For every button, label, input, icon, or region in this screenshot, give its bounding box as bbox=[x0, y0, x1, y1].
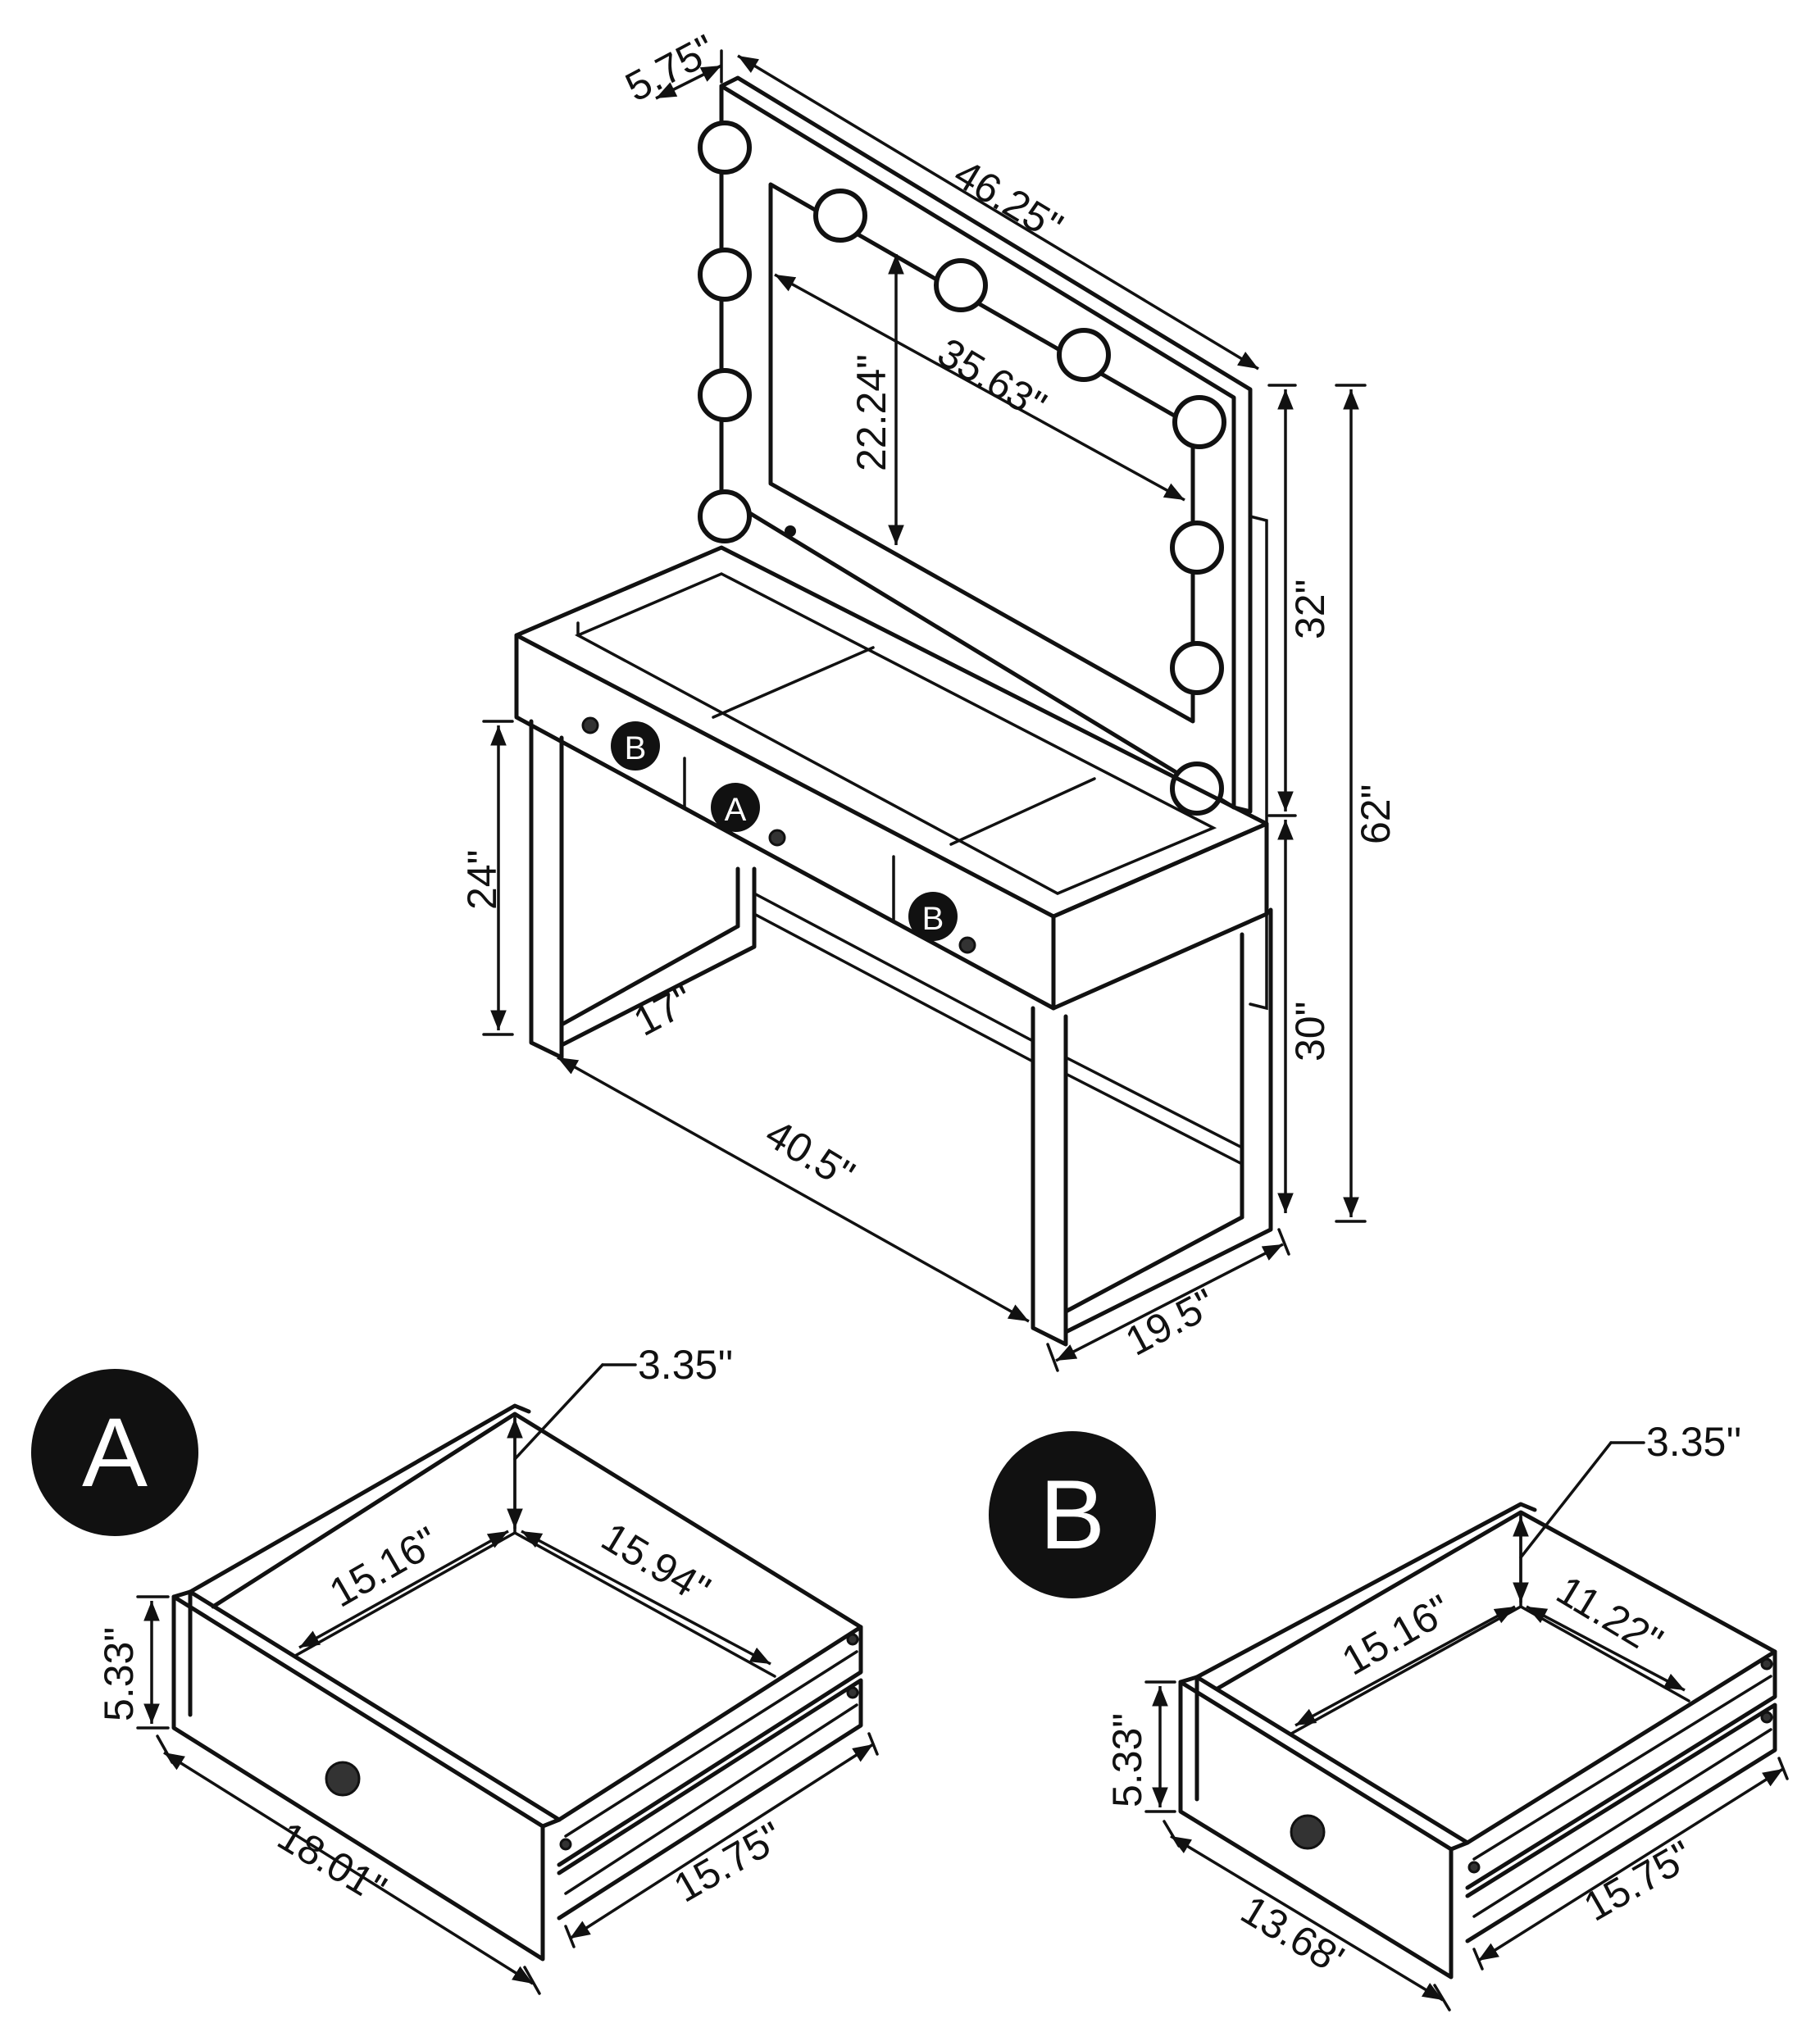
bulbs bbox=[698, 120, 1226, 816]
svg-text:A: A bbox=[725, 792, 747, 828]
badge-a-center: A bbox=[711, 783, 760, 832]
bulb-icon bbox=[1057, 328, 1111, 382]
overall-height-label: 62" bbox=[1353, 784, 1399, 844]
mirror-height-label: 32" bbox=[1287, 580, 1333, 639]
touch-sensor-icon bbox=[785, 525, 796, 537]
table-depth-label: 19.5" bbox=[1118, 1280, 1223, 1364]
bulb-icon bbox=[1172, 395, 1226, 449]
knob-icon bbox=[325, 1761, 361, 1797]
bulb-icon bbox=[1170, 641, 1224, 695]
leg-clearance-height-label: 24" bbox=[459, 850, 505, 910]
drawer-a bbox=[171, 1403, 863, 1962]
mirror-glass bbox=[768, 182, 1195, 724]
bulb-icon bbox=[698, 489, 752, 543]
drawer-a-overall-length-label: 15.75" bbox=[667, 1813, 791, 1912]
drawer-b-badge: B bbox=[989, 1431, 1156, 1598]
drawer-a-inner-depth-label: 3.35'' bbox=[638, 1342, 733, 1388]
knob-icon bbox=[1290, 1814, 1326, 1850]
bulb-icon bbox=[1170, 521, 1224, 575]
badge-b-right: B bbox=[908, 892, 958, 941]
svg-text:A: A bbox=[82, 1398, 148, 1507]
drawer-b-overall-length-label: 15.75" bbox=[1577, 1832, 1701, 1930]
drawer-a-badge: A bbox=[31, 1369, 198, 1536]
mirror-depth-label: 5.75" bbox=[618, 25, 723, 110]
drawer-b-inner-depth-label: 3.35'' bbox=[1646, 1419, 1741, 1465]
svg-text:B: B bbox=[1040, 1460, 1105, 1570]
mirror-glass-height-label: 22.24" bbox=[849, 354, 894, 471]
bulb-icon bbox=[813, 189, 867, 243]
leg-clearance-depth-label: 17" bbox=[626, 976, 701, 1045]
bulb-icon bbox=[698, 248, 752, 302]
bulb-icon bbox=[698, 120, 752, 175]
svg-text:B: B bbox=[625, 730, 647, 766]
badge-b-left: B bbox=[611, 721, 660, 771]
bulb-icon bbox=[698, 368, 752, 422]
knob-icon bbox=[581, 716, 599, 734]
svg-text:B: B bbox=[922, 901, 944, 937]
bulb-icon bbox=[934, 258, 988, 312]
knob-icon bbox=[768, 829, 786, 847]
vanity-table bbox=[514, 545, 1273, 1347]
drawer-b-front-width-label: 13.68' bbox=[1233, 1886, 1351, 1982]
drawer-b-front-height-label: 5.33" bbox=[1104, 1713, 1150, 1807]
knob-icon bbox=[958, 936, 976, 954]
table-height-label: 30" bbox=[1287, 1002, 1333, 1062]
mirror-glass-width-label: 35.63" bbox=[930, 329, 1053, 429]
drawer-a-front-height-label: 5.33" bbox=[96, 1627, 142, 1721]
table-width-label: 40.5" bbox=[758, 1110, 862, 1198]
